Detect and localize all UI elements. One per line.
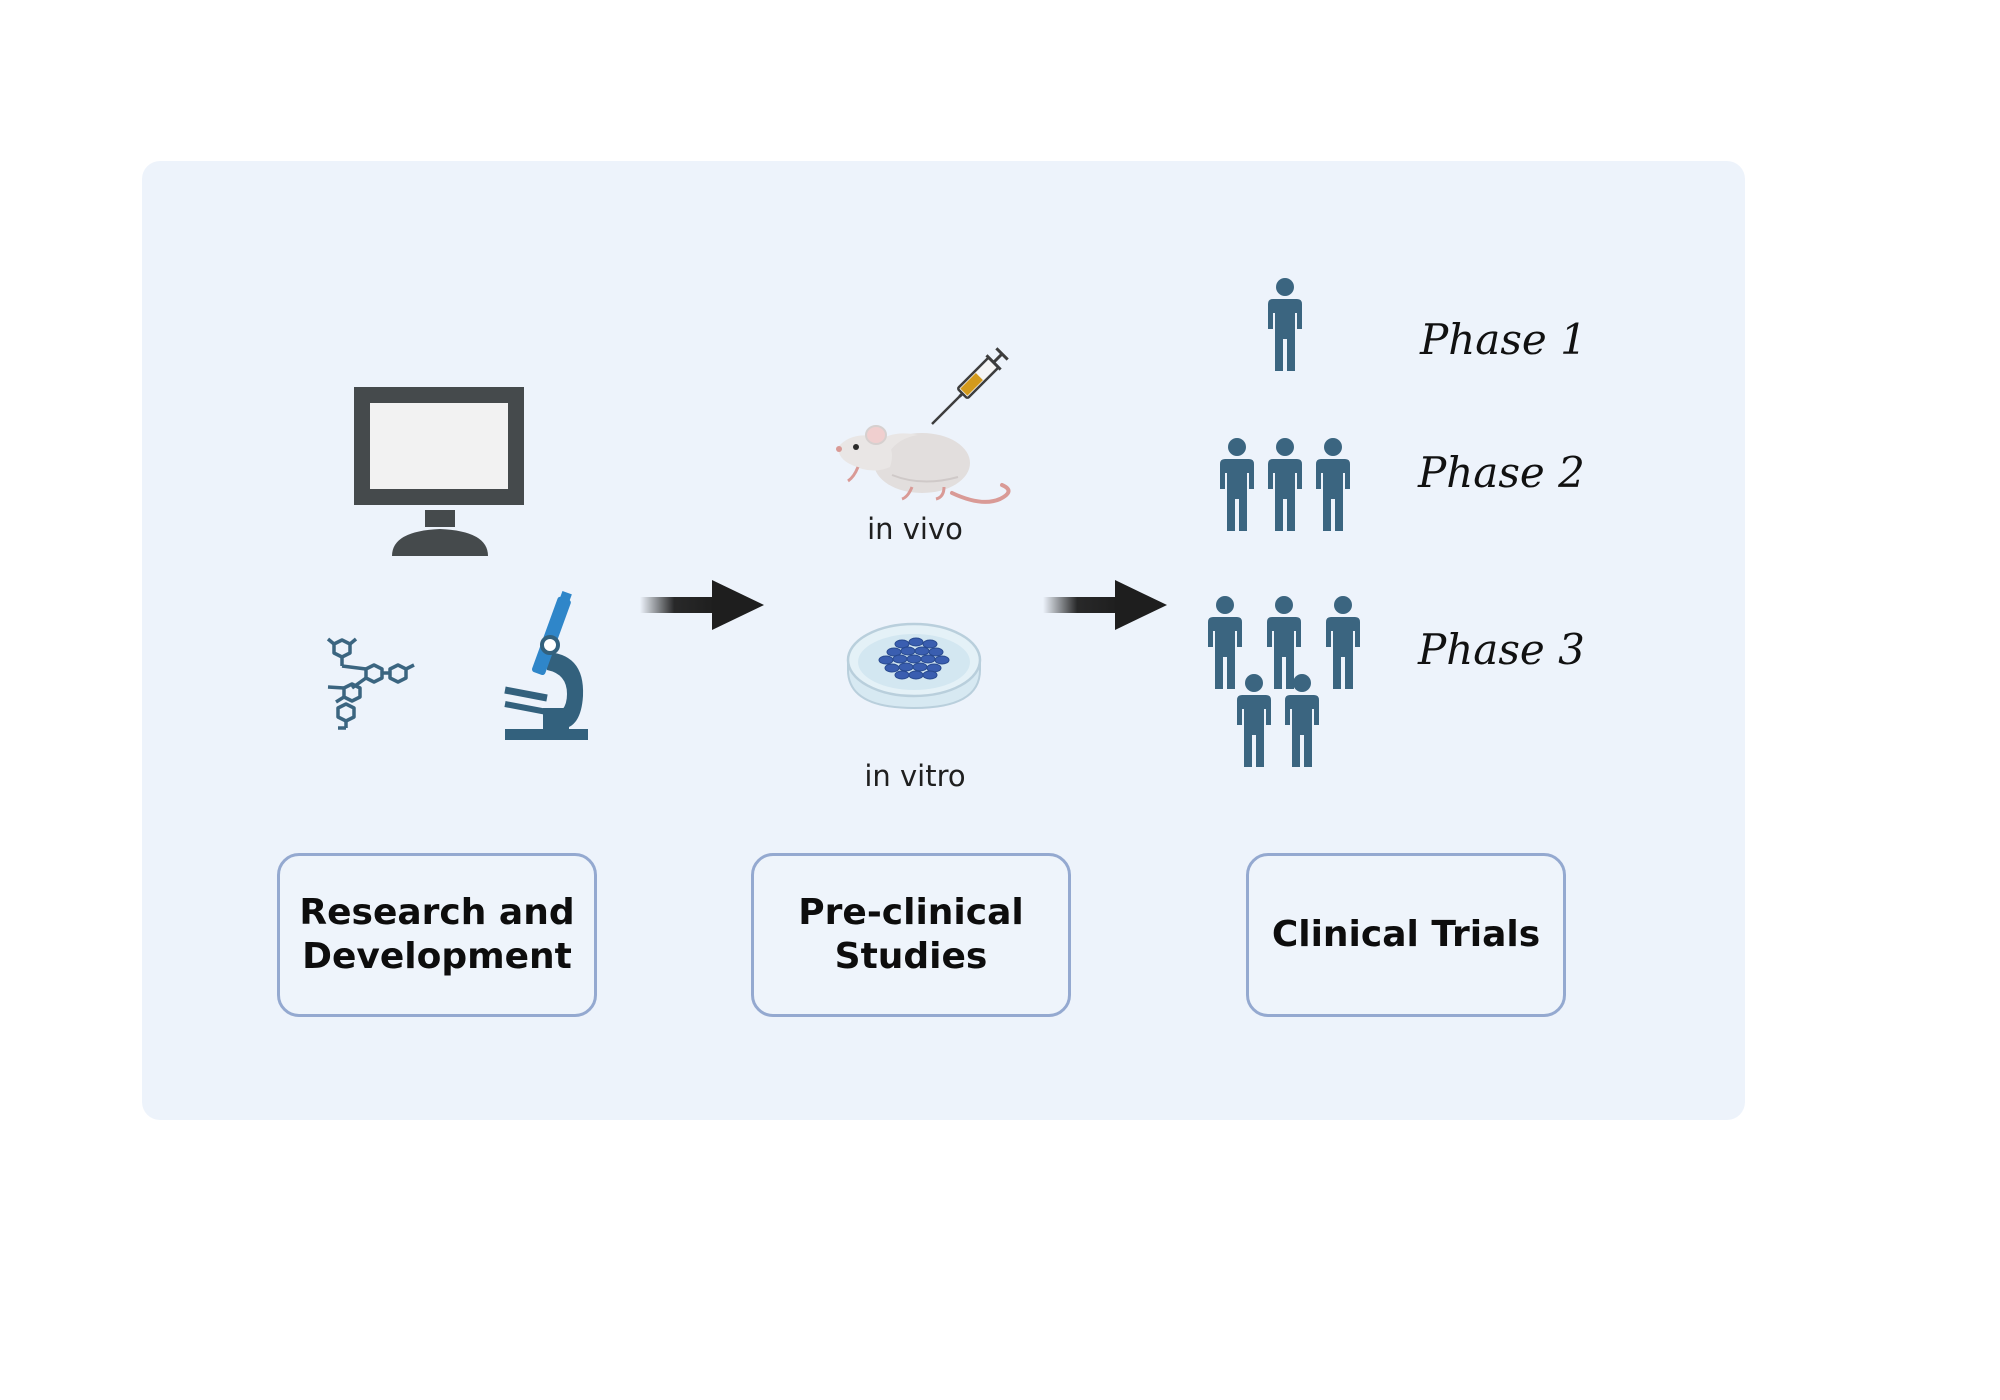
person-icon xyxy=(1268,438,1302,531)
monitor-icon xyxy=(352,385,528,557)
phase-3-label: Phase 3 xyxy=(1418,625,1585,674)
mouse-icon xyxy=(832,415,1014,511)
person-icon xyxy=(1316,438,1350,531)
phase-3-group xyxy=(1204,596,1364,768)
stage-preclinical-box: Pre-clinical Studies xyxy=(751,853,1071,1017)
person-icon xyxy=(1208,596,1242,689)
person-icon xyxy=(1285,674,1319,767)
phase-2-group xyxy=(1212,438,1358,532)
stage-research-box: Research and Development xyxy=(277,853,597,1017)
molecule-icon xyxy=(320,636,420,731)
stage-preclinical-label: Pre-clinical Studies xyxy=(798,892,1024,977)
arrow-icon xyxy=(640,578,766,632)
phase-2-label: Phase 2 xyxy=(1418,448,1585,497)
in-vivo-label: in vivo xyxy=(867,512,963,546)
stage-research-label: Research and Development xyxy=(299,892,575,977)
stage-clinical-label: Clinical Trials xyxy=(1271,914,1541,955)
phase-1-group xyxy=(1260,278,1310,372)
person-icon xyxy=(1267,596,1301,689)
stage-clinical-box: Clinical Trials xyxy=(1246,853,1566,1017)
petri-dish-icon xyxy=(846,612,982,710)
person-icon xyxy=(1326,596,1360,689)
person-icon xyxy=(1268,278,1302,371)
in-vitro-label: in vitro xyxy=(864,759,966,793)
syringe-icon xyxy=(930,342,1014,426)
phase-1-label: Phase 1 xyxy=(1420,315,1587,364)
person-icon xyxy=(1220,438,1254,531)
person-icon xyxy=(1237,674,1271,767)
arrow-icon xyxy=(1043,578,1169,632)
microscope-icon xyxy=(503,590,595,742)
